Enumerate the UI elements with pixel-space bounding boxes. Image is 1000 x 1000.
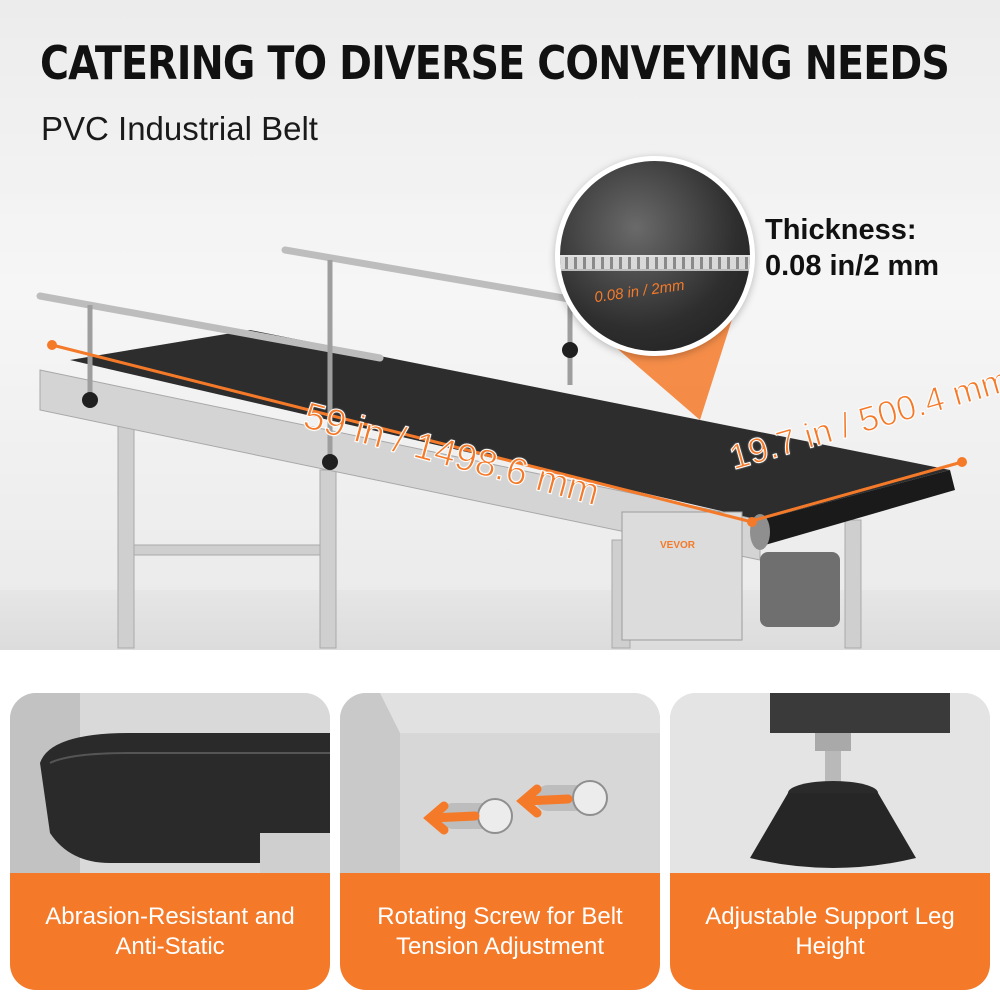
crossbar-left: [133, 544, 321, 556]
belt-cross-section: [560, 255, 750, 271]
brand-label: VEVOR: [660, 540, 696, 551]
thickness-label: Thickness:: [765, 214, 917, 246]
control-box: [621, 511, 743, 641]
leg-front-left: [117, 419, 135, 649]
hero-product-image: VEVOR CATERING TO DIVERSE CONVEYING NEED…: [0, 0, 1000, 650]
thickness-value: 0.08 in/2 mm: [765, 250, 940, 282]
zoom-thickness-label: 0.08 in / 2mm: [593, 276, 686, 307]
belt-zoom-inset: 0.08 in / 2mm: [555, 156, 755, 356]
feature-card-belt: Abrasion-Resistant and Anti-Static: [10, 693, 330, 990]
left-arrow-icon: [516, 784, 573, 818]
conveyor-illustration: VEVOR: [36, 246, 967, 649]
belt-end: [760, 470, 955, 545]
length-arrow: [51, 343, 753, 524]
feature-caption: Adjustable Support Leg Height: [670, 873, 990, 990]
guide-rail-front: [36, 292, 384, 362]
tension-screw-image: [340, 693, 660, 873]
feature-caption: Abrasion-Resistant and Anti-Static: [10, 873, 330, 990]
feature-caption-text: Adjustable Support Leg Height: [705, 902, 955, 960]
width-arrow: [747, 460, 963, 524]
belt-surface: [70, 330, 950, 520]
leg-back-right: [844, 519, 862, 649]
leg-back-left: [319, 469, 337, 649]
belt-closeup-image: [10, 693, 330, 873]
feature-caption-text: Rotating Screw for Belt Tension Adjustme…: [377, 902, 623, 960]
thickness-callout: Thickness: 0.08 in/2 mm: [765, 212, 939, 284]
page-title: CATERING TO DIVERSE CONVEYING NEEDS: [40, 36, 950, 90]
motor: [760, 552, 840, 627]
adjustable-foot-image: [670, 693, 990, 873]
guide-rail-back: [281, 246, 579, 304]
feature-card-screw: Rotating Screw for Belt Tension Adjustme…: [340, 693, 660, 990]
left-arrow-icon: [423, 801, 480, 835]
feature-caption: Rotating Screw for Belt Tension Adjustme…: [340, 873, 660, 990]
feature-caption-text: Abrasion-Resistant and Anti-Static: [45, 902, 295, 960]
subtitle: PVC Industrial Belt: [41, 110, 318, 147]
feature-card-leg: Adjustable Support Leg Height: [670, 693, 990, 990]
